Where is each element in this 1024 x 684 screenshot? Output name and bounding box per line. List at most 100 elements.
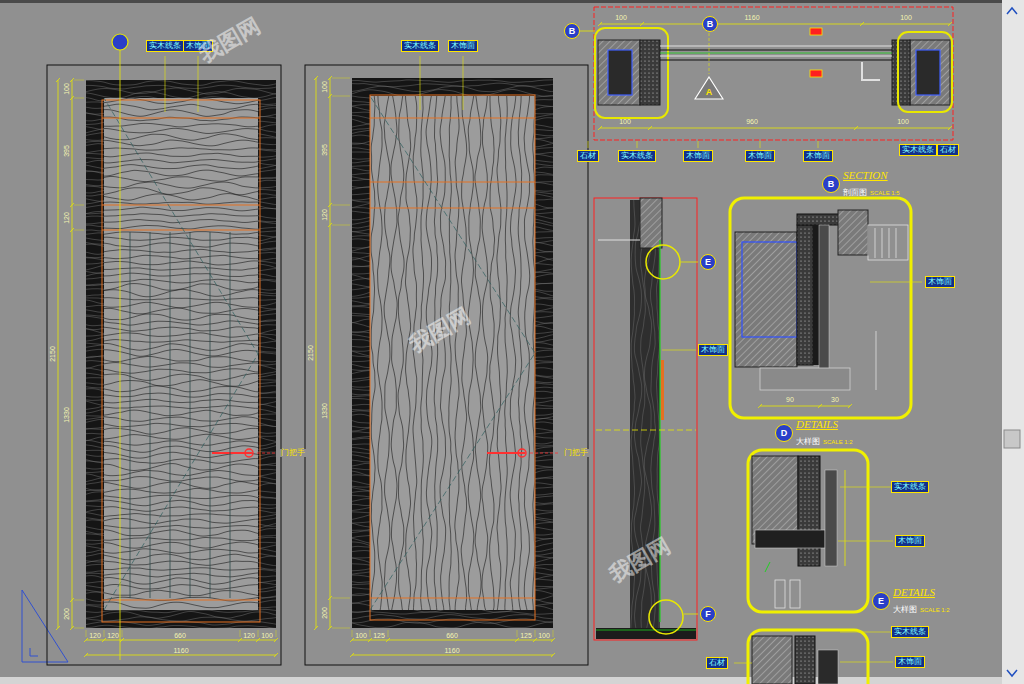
extension-line — [74, 98, 84, 99]
extension-line — [332, 96, 350, 97]
veneer-layer — [825, 470, 837, 566]
panel-line — [210, 232, 211, 598]
grain-line — [104, 568, 258, 571]
node-text: A — [706, 87, 713, 97]
grain-line — [384, 96, 390, 610]
dimension-line — [352, 640, 553, 641]
material-tag: 木饰面 — [803, 150, 833, 163]
material-tag: 木饰面 — [683, 150, 713, 163]
dimension-text: 960 — [746, 118, 758, 125]
grain-line — [352, 611, 553, 614]
grain-line — [104, 518, 258, 523]
scrollbar — [1002, 0, 1024, 684]
moulding-line — [370, 118, 535, 119]
title-text: DETAILS — [796, 418, 853, 430]
grain-line — [104, 446, 258, 453]
node-text: 实木线条 — [902, 145, 934, 154]
callout-circle — [646, 245, 680, 279]
moulding-line — [370, 95, 535, 620]
dimension-text: 1330 — [63, 407, 70, 423]
wood-hatch — [752, 636, 792, 684]
grain-line — [104, 537, 258, 540]
dimension-tick — [56, 626, 60, 630]
grain-line — [449, 96, 452, 610]
extension-line — [332, 78, 350, 79]
node-text: 木饰面 — [898, 536, 922, 545]
title-text: DETAILS — [893, 586, 950, 598]
grain-line — [398, 96, 404, 610]
frame-section — [608, 50, 632, 95]
grain-line — [104, 369, 258, 373]
node-text: 实木线条 — [404, 41, 436, 50]
dimension-text: 120 — [107, 632, 119, 639]
grain-line — [86, 625, 276, 628]
moulding-line — [102, 205, 260, 206]
node-text: B — [569, 26, 576, 36]
grain-line — [104, 289, 258, 296]
grain-line — [104, 302, 258, 308]
material-tag: 木饰面 — [895, 535, 925, 548]
dimension-text: 100 — [261, 632, 273, 639]
extension-line — [332, 628, 350, 629]
grain-line — [104, 237, 258, 240]
door-leaf — [370, 96, 535, 610]
grain-line — [104, 104, 258, 110]
dimension-tick — [84, 638, 88, 642]
grain-line — [104, 182, 258, 188]
grain-line — [104, 584, 258, 589]
dimension-text: 2150 — [49, 346, 56, 362]
dimension-tick — [314, 76, 318, 80]
ucs-icon — [30, 648, 38, 656]
glass-bead — [875, 228, 876, 258]
dimension-tick — [848, 404, 852, 408]
watermark: 我图网 — [196, 14, 264, 66]
scale-text: SCALE 1:5 — [870, 190, 900, 196]
leader-line — [580, 31, 595, 32]
handle-plan — [862, 62, 880, 80]
scroll-arrow — [1007, 670, 1017, 676]
dimension-tick — [854, 126, 858, 130]
extension-line — [86, 630, 87, 637]
grain-line — [104, 153, 258, 157]
dimension-tick — [56, 78, 60, 82]
extension-line — [332, 598, 350, 599]
door-handle — [518, 449, 526, 457]
grain-line — [657, 200, 660, 628]
door-handle — [245, 449, 253, 457]
scale-text: SCALE 1:2 — [823, 439, 853, 445]
dimension-tick — [648, 126, 652, 130]
moulding-line — [370, 182, 535, 183]
grain-line — [440, 96, 446, 610]
node-text: 实木线条 — [621, 151, 653, 160]
node-text: 木饰面 — [686, 151, 710, 160]
frame-section — [916, 50, 940, 95]
grain-line — [475, 96, 481, 610]
scroll-thumb — [1004, 430, 1020, 448]
title-text: SECTION — [843, 169, 900, 181]
node-text: 木饰面 — [748, 151, 772, 160]
dimension-tick — [328, 596, 332, 600]
grain-line — [104, 340, 258, 343]
title-block: SECTION剖面图SCALE 1:5 — [843, 169, 900, 199]
grain-line — [104, 373, 258, 380]
swing-line — [104, 98, 258, 610]
grain-line — [104, 170, 258, 176]
leader-line — [662, 350, 696, 351]
door-jamb — [892, 40, 910, 105]
node-text: 木饰面 — [701, 345, 725, 354]
dimension-tick — [515, 638, 519, 642]
section-marker — [112, 34, 128, 50]
dimension-tick — [551, 653, 555, 657]
hinge — [790, 580, 800, 608]
grain-line — [391, 96, 397, 610]
door-leaf-plan — [660, 56, 892, 57]
dimension-tick — [328, 626, 332, 630]
leader-line — [840, 487, 893, 488]
grain-line — [104, 333, 258, 337]
grain-line — [86, 621, 276, 626]
extension-line — [240, 630, 241, 637]
extension-line — [104, 630, 105, 637]
node-text: F — [705, 609, 711, 619]
panel-line — [150, 232, 151, 598]
